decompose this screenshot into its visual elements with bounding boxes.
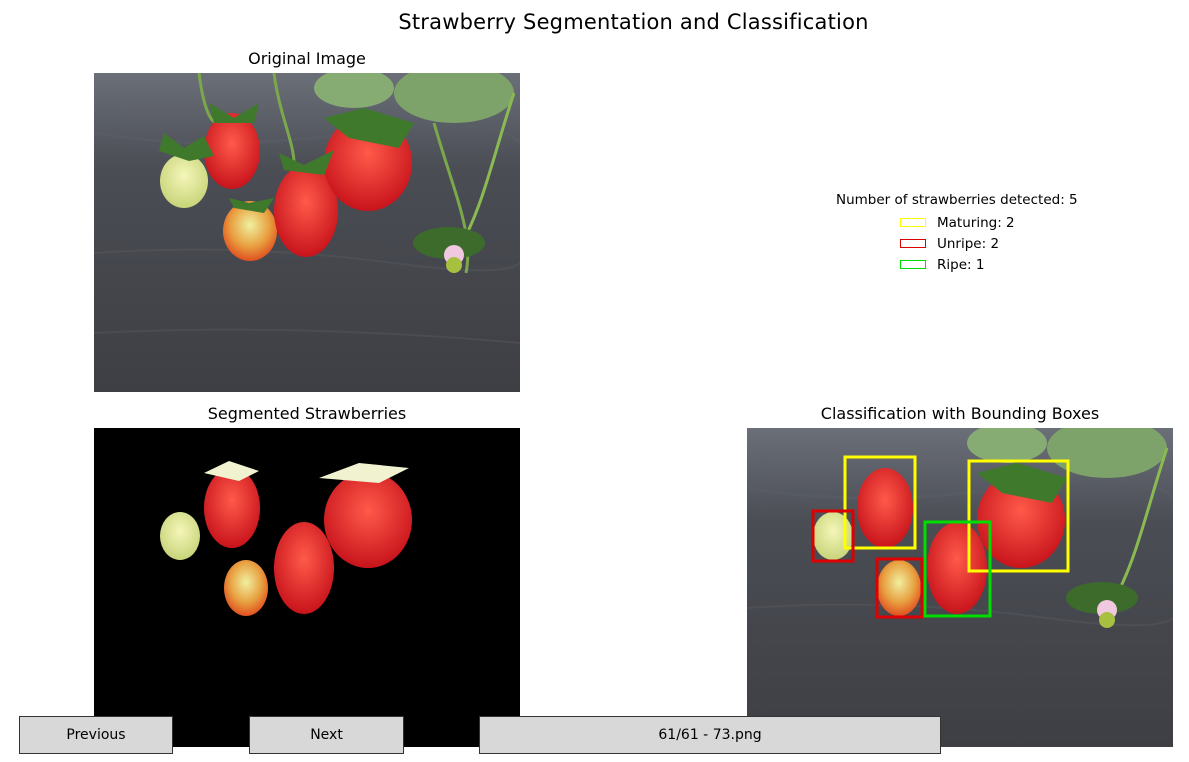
previous-button[interactable]: Previous xyxy=(19,716,173,754)
original-image-title: Original Image xyxy=(248,49,366,68)
legend-label-maturing: Maturing: 2 xyxy=(937,214,1015,231)
unripe-swatch xyxy=(900,239,926,248)
detection-legend: Number of strawberries detected: 5 Matur… xyxy=(836,192,1078,275)
legend-item-maturing: Maturing: 2 xyxy=(900,212,1078,233)
maturing-swatch xyxy=(900,218,926,227)
bbox-maturing-2 xyxy=(967,459,1070,573)
legend-label-ripe: Ripe: 1 xyxy=(937,256,985,273)
original-image xyxy=(94,73,520,392)
image-status-field[interactable]: 61/61 - 73.png xyxy=(479,716,941,754)
bbox-ripe-1 xyxy=(923,520,992,618)
legend-item-unripe: Unripe: 2 xyxy=(900,233,1078,254)
classification-image xyxy=(747,428,1173,747)
ripe-swatch xyxy=(900,260,926,269)
legend-label-unripe: Unripe: 2 xyxy=(937,235,1000,252)
segmented-image xyxy=(94,428,520,747)
classification-image-title: Classification with Bounding Boxes xyxy=(820,404,1100,423)
legend-item-ripe: Ripe: 1 xyxy=(900,254,1078,275)
bbox-unripe-1 xyxy=(811,509,855,563)
bbox-maturing-1 xyxy=(843,455,917,550)
detection-count: Number of strawberries detected: 5 xyxy=(836,192,1078,208)
next-button[interactable]: Next xyxy=(249,716,404,754)
bbox-unripe-2 xyxy=(875,557,924,619)
segmented-image-title: Segmented Strawberries xyxy=(207,404,407,423)
figure-title: Strawberry Segmentation and Classificati… xyxy=(398,10,869,34)
